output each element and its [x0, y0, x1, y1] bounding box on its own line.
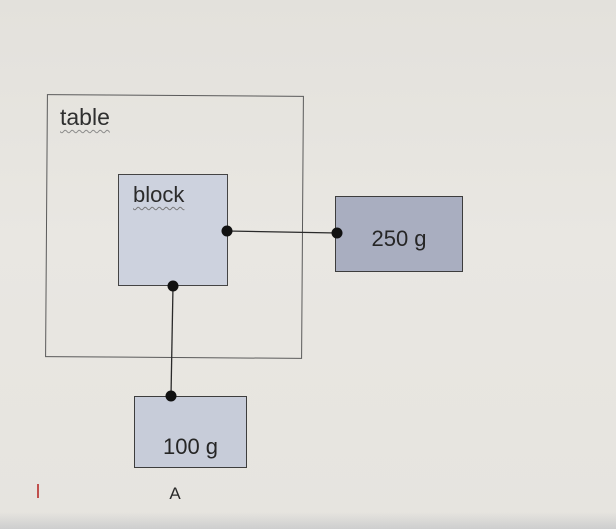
mass-100g-box[interactable]: 100 g: [134, 396, 247, 468]
mass-250g-box[interactable]: 250 g: [335, 196, 463, 272]
mass-250g-label: 250 g: [371, 226, 427, 251]
table-label: table: [60, 104, 110, 130]
mass-100g-label: 100 g: [162, 434, 219, 459]
text-cursor: [37, 484, 39, 498]
block-box[interactable]: [118, 174, 228, 286]
bottom-shading: [0, 512, 616, 529]
figure-caption: A: [169, 484, 181, 503]
block-label: block: [133, 182, 185, 207]
